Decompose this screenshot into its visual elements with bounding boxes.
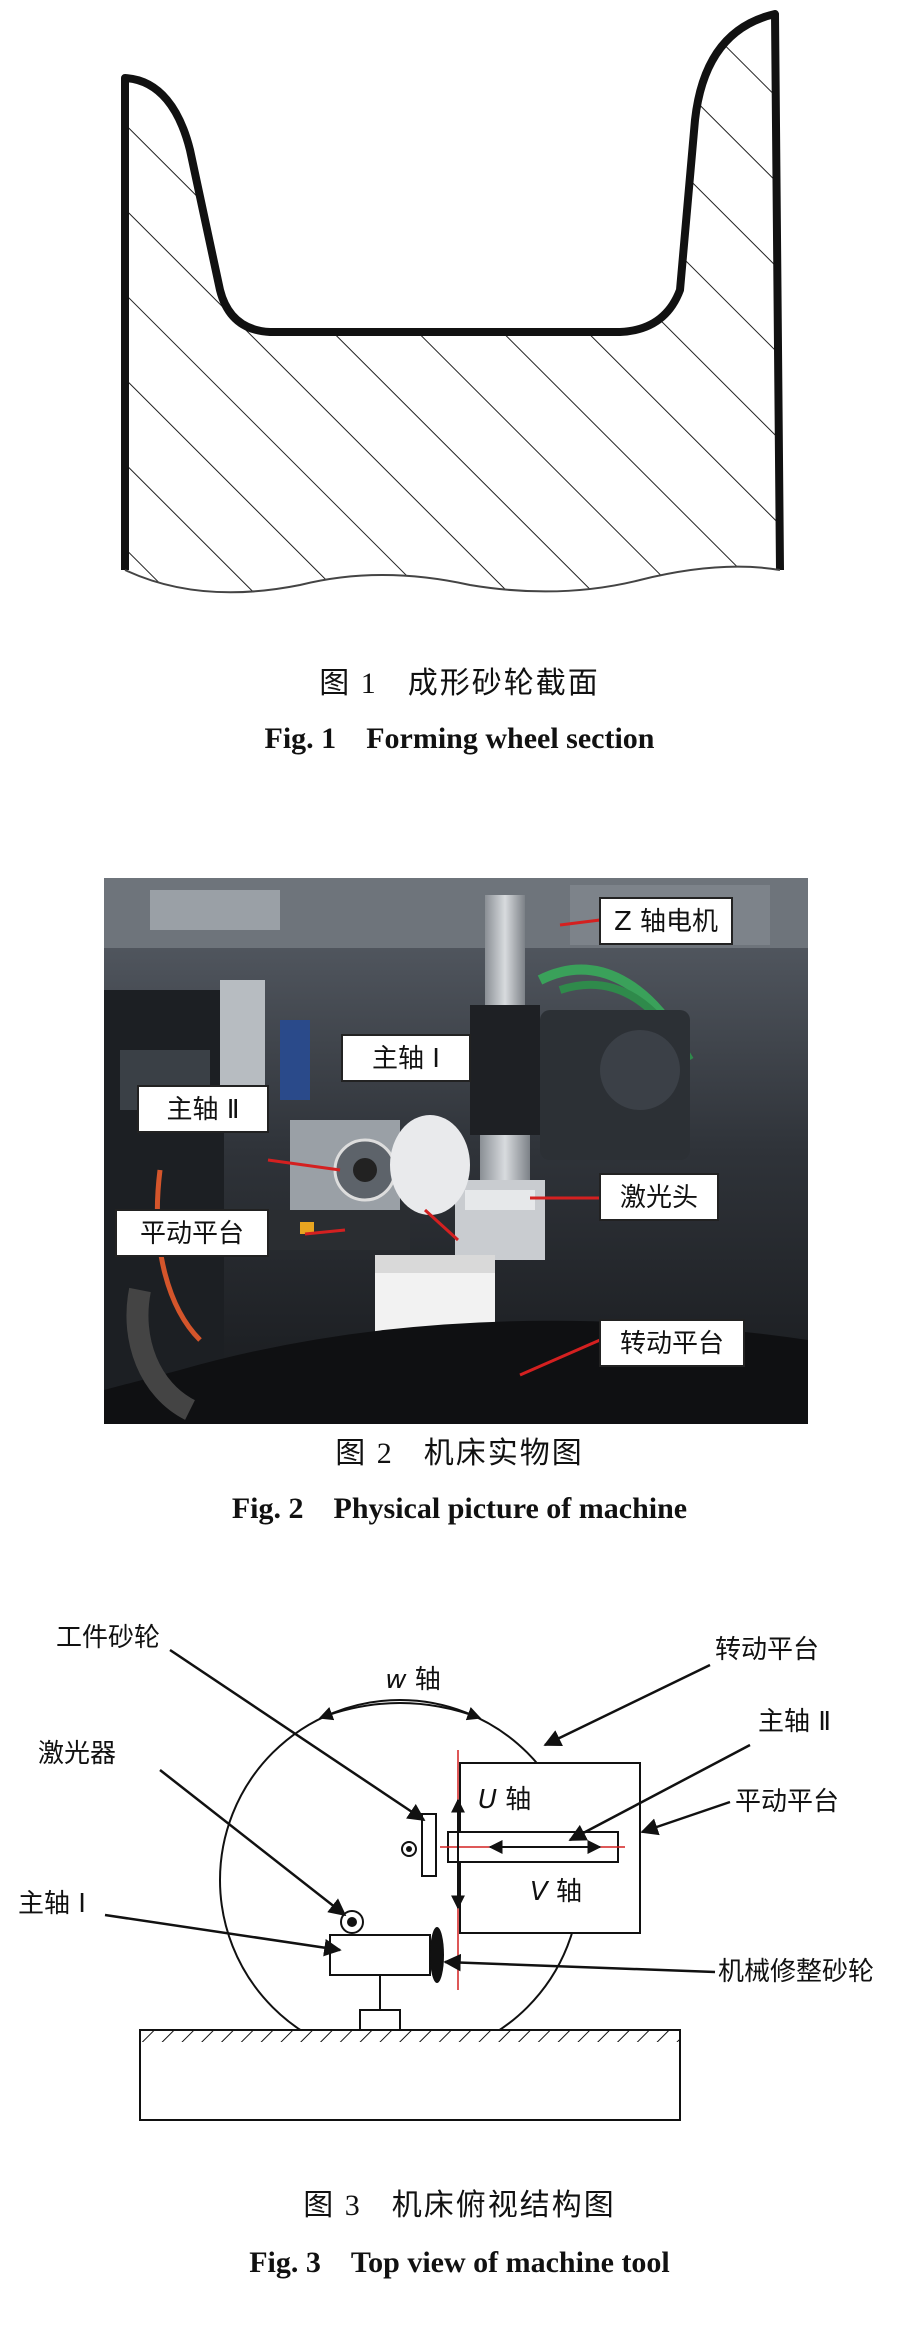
spindle-1-body bbox=[329, 1934, 431, 1976]
fig1-caption-cn-num: 图 1 bbox=[319, 667, 378, 700]
label-translation-platform: 平动平台 bbox=[735, 1787, 839, 1817]
fig1-caption-en-num: Fig. 1 bbox=[264, 722, 337, 755]
fig2-caption-cn: 图 2 机床实物图 bbox=[0, 1428, 919, 1472]
label-dressing-wheel: 机械修整砂轮 bbox=[718, 1957, 874, 1987]
dressing-wheel bbox=[430, 1927, 444, 1983]
fig3-caption-cn-num: 图 3 bbox=[303, 2189, 362, 2222]
fig3-caption-en-num: Fig. 3 bbox=[249, 2246, 321, 2279]
fig1-wheel-section bbox=[121, 10, 784, 594]
fig3-caption-en-text: Top view of machine tool bbox=[350, 2246, 670, 2279]
w-axis-label: w 轴 bbox=[385, 1665, 441, 1695]
fig2-caption-cn-num: 图 2 bbox=[335, 1437, 394, 1470]
grinding-disc bbox=[390, 1115, 470, 1215]
section-outline bbox=[121, 10, 784, 571]
label-z-motor-text: Z 轴电机 bbox=[614, 907, 718, 937]
z-axis-column bbox=[485, 895, 525, 1005]
fig1-caption-en: Fig. 1 Forming wheel section bbox=[0, 722, 919, 756]
fig1-caption-cn: 图 1 成形砂轮截面 bbox=[0, 658, 919, 702]
fig2-machine-photo: Z 轴电机 主轴 Ⅰ 主轴 Ⅱ 激光头 平动平台 转动平台 bbox=[104, 878, 808, 1424]
v-axis-label: V 轴 bbox=[530, 1877, 582, 1907]
label-laser-head-text: 激光头 bbox=[620, 1183, 698, 1213]
label-translation-platform: 平动平台 bbox=[115, 1209, 269, 1257]
base-ground bbox=[139, 2029, 681, 2121]
fig3-caption-cn: 图 3 机床俯视结构图 bbox=[0, 2180, 919, 2224]
fig1-caption-cn-text: 成形砂轮截面 bbox=[407, 667, 600, 700]
workpiece-wheel bbox=[421, 1813, 437, 1877]
label-spindle-1-text: 主轴 Ⅰ bbox=[372, 1044, 440, 1074]
hatch-fill bbox=[125, 14, 780, 593]
label-spindle-2-text: 主轴 Ⅱ bbox=[166, 1095, 239, 1125]
fig3-caption-cn-text: 机床俯视结构图 bbox=[391, 2189, 616, 2222]
label-translation-platform-text: 平动平台 bbox=[140, 1219, 244, 1249]
label-spindle-2: 主轴 Ⅱ bbox=[137, 1085, 269, 1133]
fig2-caption-cn-text: 机床实物图 bbox=[423, 1437, 584, 1470]
label-spindle-2: 主轴 Ⅱ bbox=[758, 1707, 831, 1737]
u-axis-label: U 轴 bbox=[478, 1785, 531, 1815]
fig1-caption-en-text: Forming wheel section bbox=[366, 722, 655, 755]
label-spindle-1: 主轴 Ⅰ bbox=[18, 1889, 86, 1919]
label-rotary-platform: 转动平台 bbox=[599, 1319, 745, 1367]
fig2-caption-en: Fig. 2 Physical picture of machine bbox=[0, 1492, 919, 1526]
label-z-motor: Z 轴电机 bbox=[599, 897, 733, 945]
label-laser: 激光器 bbox=[38, 1739, 116, 1769]
label-workpiece-wheel: 工件砂轮 bbox=[56, 1623, 160, 1653]
fig2-caption-en-text: Physical picture of machine bbox=[333, 1492, 688, 1525]
fig3-top-view-diagram: w 轴 工件砂轮 转动平台 激光器 主轴 Ⅱ U 轴 V 轴 平动平台 主轴 Ⅰ… bbox=[18, 1623, 874, 2121]
fig3-caption-en: Fig. 3 Top view of machine tool bbox=[0, 2246, 919, 2280]
label-laser-head: 激光头 bbox=[599, 1173, 719, 1221]
section-bottom-edge bbox=[124, 565, 781, 594]
label-rotary-platform: 转动平台 bbox=[715, 1635, 819, 1665]
label-rotary-platform-text: 转动平台 bbox=[620, 1329, 724, 1359]
label-spindle-1: 主轴 Ⅰ bbox=[341, 1034, 471, 1082]
w-axis-arc bbox=[318, 1702, 482, 1721]
fig2-caption-en-num: Fig. 2 bbox=[231, 1492, 304, 1525]
